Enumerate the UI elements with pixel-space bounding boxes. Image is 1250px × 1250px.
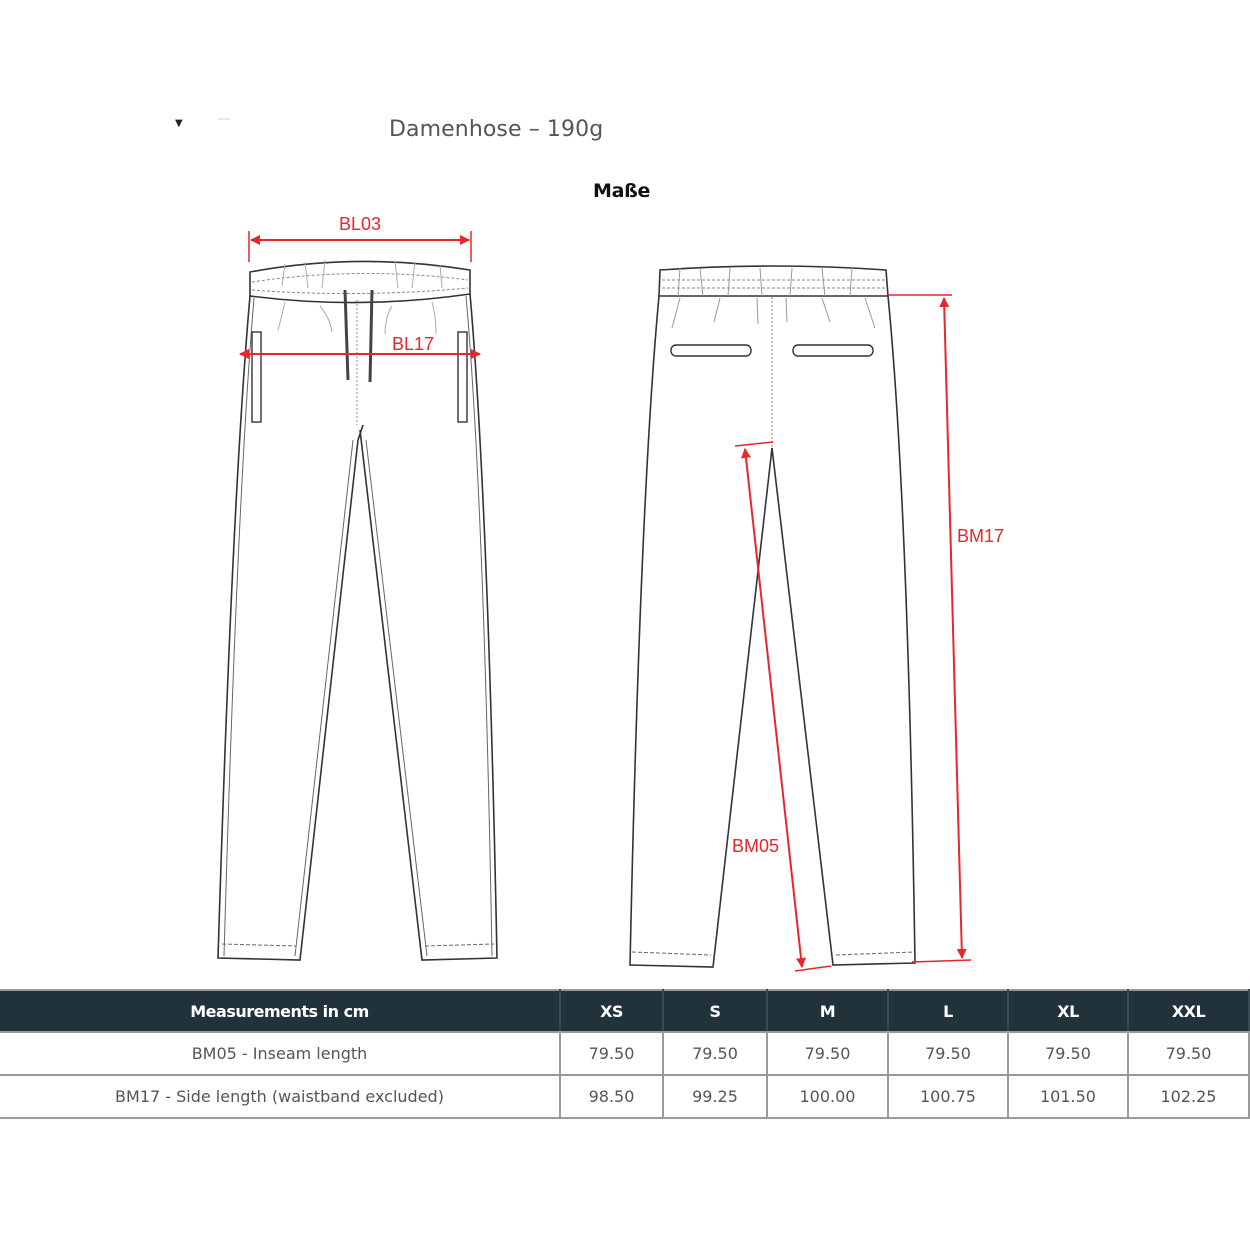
bl03-label: BL03 bbox=[339, 214, 381, 234]
column-header-xs: XS bbox=[559, 989, 664, 1033]
bm05-measure bbox=[734, 441, 832, 972]
table-row: BM17 - Side length (waistband excluded) … bbox=[0, 1074, 1250, 1119]
cell-value: 99.25 bbox=[662, 1074, 768, 1119]
cell-value: 79.50 bbox=[1007, 1031, 1129, 1076]
row-label: BM17 - Side length (waistband excluded) bbox=[0, 1074, 561, 1119]
table-header-row: Measurements in cm XS S M L XL XXL bbox=[0, 989, 1250, 1033]
cell-value: 100.75 bbox=[887, 1074, 1009, 1119]
cell-value: 79.50 bbox=[1127, 1031, 1250, 1076]
row-label: BM05 - Inseam length bbox=[0, 1031, 561, 1076]
column-header-xxl: XXL bbox=[1127, 989, 1250, 1033]
bm17-label: BM17 bbox=[957, 526, 1004, 546]
bm05-label: BM05 bbox=[732, 836, 779, 856]
table-row: BM05 - Inseam length 79.50 79.50 79.50 7… bbox=[0, 1031, 1250, 1076]
faint-mark bbox=[218, 118, 230, 120]
cell-value: 100.00 bbox=[766, 1074, 889, 1119]
front-pants-drawing bbox=[217, 259, 498, 961]
cell-value: 101.50 bbox=[1007, 1074, 1129, 1119]
product-title: Damenhose – 190g bbox=[389, 117, 604, 142]
size-chart-table: Measurements in cm XS S M L XL XXL BM05 … bbox=[0, 989, 1250, 1119]
cell-value: 98.50 bbox=[559, 1074, 664, 1119]
back-pants-drawing bbox=[629, 265, 916, 968]
section-title: Maße bbox=[593, 180, 651, 202]
cell-value: 79.50 bbox=[559, 1031, 664, 1076]
column-header-s: S bbox=[662, 989, 768, 1033]
cell-value: 102.25 bbox=[1127, 1074, 1250, 1119]
cell-value: 79.50 bbox=[887, 1031, 1009, 1076]
pants-diagram: BL03 BL17 BM17 bbox=[217, 214, 1004, 972]
cell-value: 79.50 bbox=[766, 1031, 889, 1076]
bullet-marker: ▼ bbox=[175, 118, 183, 129]
cell-value: 79.50 bbox=[662, 1031, 768, 1076]
column-header-l: L bbox=[887, 989, 1009, 1033]
bl03-measure bbox=[248, 231, 472, 262]
column-header-m: M bbox=[766, 989, 889, 1033]
column-header-xl: XL bbox=[1007, 989, 1129, 1033]
column-header-measurement: Measurements in cm bbox=[0, 989, 561, 1033]
bl17-label: BL17 bbox=[392, 334, 434, 354]
bm17-measure bbox=[888, 294, 972, 963]
